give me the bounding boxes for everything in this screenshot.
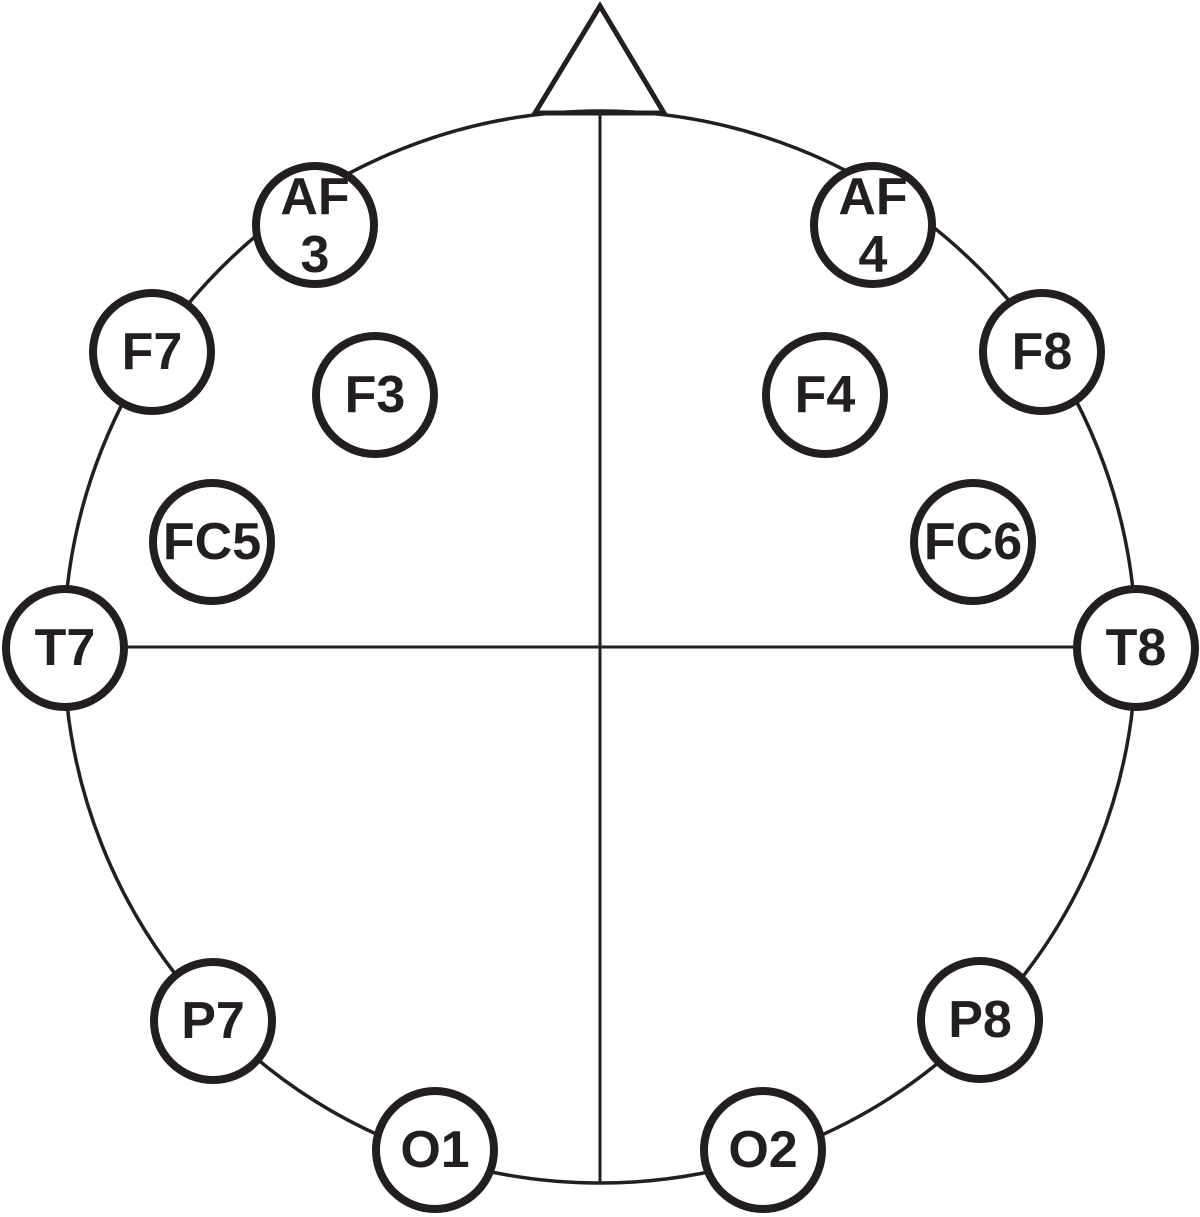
electrode-circle-o1 <box>372 1087 498 1213</box>
electrode-circle-f7 <box>89 289 215 415</box>
electrode-f3: F3 <box>312 332 438 458</box>
electrode-circle-p7 <box>150 958 276 1084</box>
electrode-o2: O2 <box>700 1087 826 1213</box>
electrode-af4: AF4 <box>810 162 936 288</box>
electrode-label-af4-line1: AF <box>838 168 907 226</box>
electrode-af3: AF3 <box>252 162 378 288</box>
electrode-f7: F7 <box>89 289 215 415</box>
electrode-circle-o2 <box>700 1087 826 1213</box>
electrode-circle-t8 <box>1073 585 1199 711</box>
electrode-label-fc6: FC6 <box>924 513 1022 571</box>
electrode-label-fc5: FC5 <box>163 513 261 571</box>
electrode-fc6: FC6 <box>910 479 1036 605</box>
electrode-label-t8: T8 <box>1106 619 1167 677</box>
electrode-circle-f3 <box>312 332 438 458</box>
electrode-circle-af4 <box>810 162 936 288</box>
electrode-label-o2: O2 <box>728 1121 797 1179</box>
electrode-label-f4: F4 <box>795 366 856 424</box>
electrode-p8: P8 <box>917 957 1043 1083</box>
electrode-label-p7: P7 <box>181 992 245 1050</box>
electrode-circle-fc6 <box>910 479 1036 605</box>
electrode-circle-f8 <box>979 289 1105 415</box>
electrode-label-f3: F3 <box>345 366 406 424</box>
nose-triangle <box>530 1 669 116</box>
electrode-t8: T8 <box>1073 585 1199 711</box>
electrode-label-af3-line2: 3 <box>301 226 330 284</box>
electrode-label-f8: F8 <box>1012 323 1073 381</box>
electrode-label-t7: T7 <box>35 619 96 677</box>
electrode-t7: T7 <box>2 585 128 711</box>
electrode-label-o1: O1 <box>400 1121 469 1179</box>
electrode-label-f7: F7 <box>122 323 183 381</box>
electrode-f8: F8 <box>979 289 1105 415</box>
electrode-fc5: FC5 <box>149 479 275 605</box>
electrode-circle-af3 <box>252 162 378 288</box>
electrode-circle-p8 <box>917 957 1043 1083</box>
electrode-label-p8: P8 <box>948 991 1012 1049</box>
electrode-label-af4-line2: 4 <box>859 226 888 284</box>
electrode-label-af3-line1: AF <box>280 168 349 226</box>
electrode-circle-f4 <box>762 332 888 458</box>
electrode-p7: P7 <box>150 958 276 1084</box>
electrode-o1: O1 <box>372 1087 498 1213</box>
electrode-circle-fc5 <box>149 479 275 605</box>
electrode-circle-t7 <box>2 585 128 711</box>
electrode-f4: F4 <box>762 332 888 458</box>
